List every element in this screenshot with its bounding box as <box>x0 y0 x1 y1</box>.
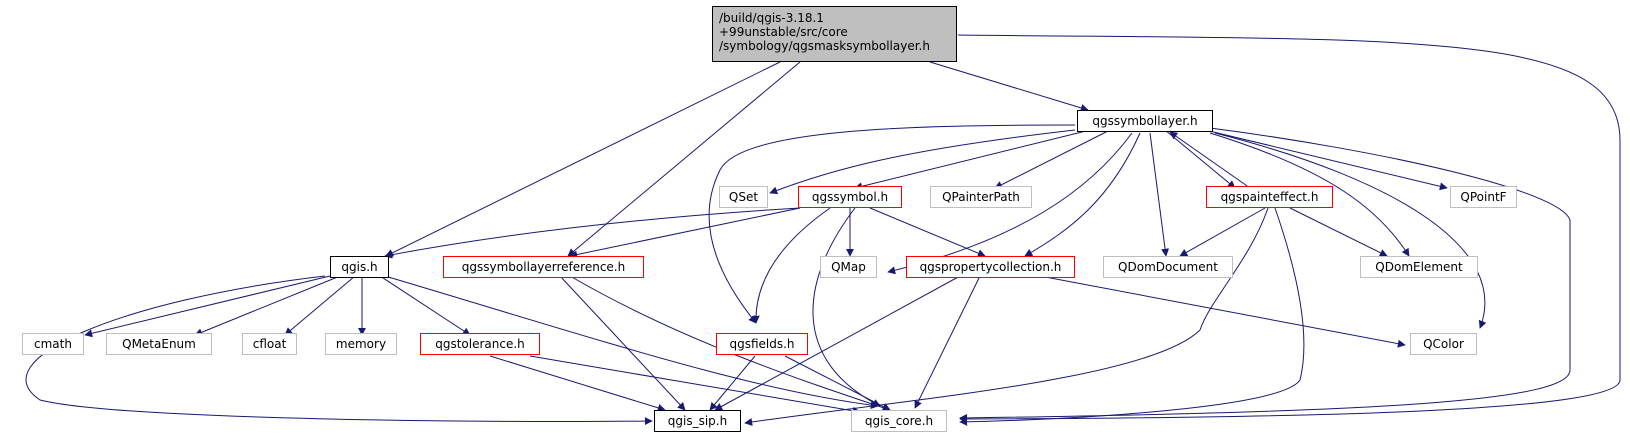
node-qgis[interactable]: qgis.h <box>330 256 389 278</box>
edge-qgis-qgis-sip <box>25 275 653 426</box>
root-label-line3: /symbology/qgsmasksymbollayer.h <box>719 39 930 53</box>
edge-symbollayerreference-qgis-sip <box>559 275 686 411</box>
edge-fields-qgis-sip <box>709 355 756 411</box>
node-qdomdocument: QDomDocument <box>1103 256 1233 278</box>
edge-symbol-qgsfields <box>751 207 831 324</box>
node-qgstolerance[interactable]: qgstolerance.h <box>420 333 540 355</box>
node-qmetaenum: QMetaEnum <box>106 333 212 355</box>
node-qgspainteffect[interactable]: qgspainteffect.h <box>1206 186 1333 208</box>
edge-tolerance-qgis-sip <box>489 355 666 412</box>
node-qgspropertycollection[interactable]: qgspropertycollection.h <box>906 256 1075 278</box>
edge-symbol-qgis <box>384 207 801 259</box>
edge-qgis-qgis-core <box>384 275 879 410</box>
edge-symbollayerreference-qgis-core <box>569 275 891 412</box>
edge-tolerance-qgis-core <box>529 355 861 415</box>
edge-symbollayer-qgspropertycollection <box>1024 132 1141 257</box>
edge-propertycollection-qcolor <box>1039 275 1406 348</box>
edge-root-qgis-core <box>957 34 1621 423</box>
edge-symbollayer-qset <box>769 129 1076 195</box>
edge-symbollayer-qgsfields <box>708 124 1076 324</box>
edge-qgis-cfloat <box>284 275 356 336</box>
edge-painteffect-qdomelement <box>1289 207 1388 257</box>
edge-painteffect-qgis-sip <box>744 207 1269 426</box>
edge-qgis-qgstolerance <box>379 275 471 336</box>
root-label-line1: /build/qgis-3.18.1 <box>719 11 824 25</box>
edge-symbollayer-qgssymbol <box>854 129 1091 191</box>
node-qgsfields[interactable]: qgsfields.h <box>716 333 808 355</box>
node-qgssymbollayerreference[interactable]: qgssymbollayerreference.h <box>443 256 644 278</box>
edge-symbollayer-qpointf <box>1204 129 1448 191</box>
node-qset: QSet <box>719 186 768 208</box>
edge-symbollayer-qgis-core <box>959 127 1571 422</box>
edge-qgis-qmetaenum <box>194 275 341 336</box>
node-qgis-core: qgis_core.h <box>851 410 947 432</box>
node-qdomelement: QDomElement <box>1360 256 1478 278</box>
edge-symbollayer-qdomelement <box>1209 132 1410 257</box>
node-cfloat: cfloat <box>242 333 297 355</box>
edge-symbol-qgspropertycollection <box>869 207 986 257</box>
node-qgis-sip[interactable]: qgis_sip.h <box>654 410 741 432</box>
edge-propertycollection-qgis-core <box>914 275 981 409</box>
edge-propertycollection-qgis-sip <box>714 275 961 411</box>
node-qmap: QMap <box>820 256 877 278</box>
edge-symbol-qgssymbollayerreference <box>569 207 801 259</box>
node-qgssymbollayer[interactable]: qgssymbollayer.h <box>1077 110 1213 132</box>
edge-root-qgssymbollayer <box>929 61 1089 112</box>
node-qgssymbol[interactable]: qgssymbol.h <box>798 186 902 208</box>
edge-symbol-qgis-core <box>812 207 881 407</box>
edge-qgis-cmath <box>84 275 331 338</box>
edge-painteffect-qgis-core <box>959 207 1305 426</box>
node-qcolor: QColor <box>1410 333 1477 355</box>
node-qpainterpath: QPainterPath <box>930 186 1032 208</box>
node-memory: memory <box>325 333 397 355</box>
edge-symbollayer-qdomdocument <box>1149 132 1170 257</box>
edge-root-qgssymbollayerreference <box>567 61 801 257</box>
edge-symbollayer-qgspainteffect <box>1164 129 1236 189</box>
node-cmath: cmath <box>22 333 84 355</box>
edge-fields-qgis-core <box>784 355 891 411</box>
edge-symbollayer-qcolor <box>1214 132 1487 329</box>
root-node: /build/qgis-3.18.1 +99unstable/src/core … <box>712 6 957 62</box>
edge-painteffect-qdomdocument <box>1179 207 1266 257</box>
edge-symbollayer-qpainterpath <box>994 129 1111 189</box>
edge-painteffect-qgssymbollayer <box>1169 131 1251 189</box>
node-qpointf: QPointF <box>1450 186 1517 208</box>
root-label-line2: +99unstable/src/core <box>719 25 848 39</box>
edge-root-qgis <box>385 61 781 257</box>
